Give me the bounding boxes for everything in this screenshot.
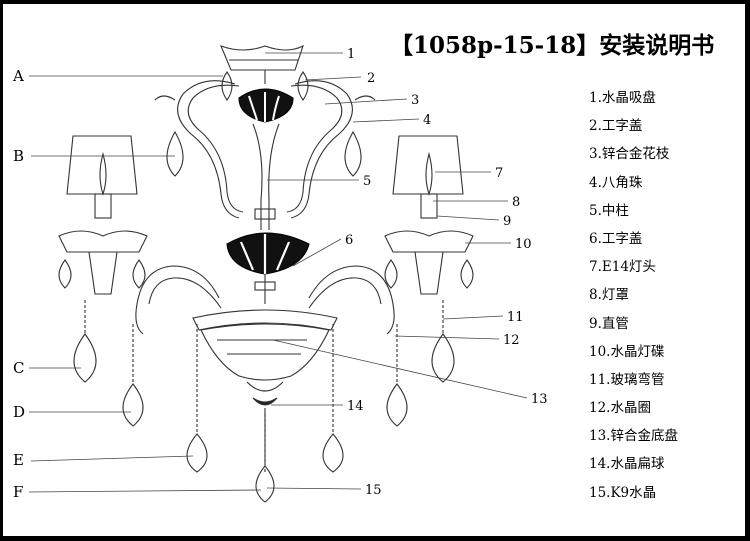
- callout-6: 6: [345, 233, 353, 248]
- legend-item: 2.工字盖: [589, 118, 643, 135]
- crystal-chains: [84, 300, 444, 474]
- parts-legend: 1.水晶吸盘 2.工字盖 3.锌合金花枝 4.八角珠 5.中柱 6.工字盖 7.…: [589, 84, 678, 507]
- callout-numbers: 1 2 3 4 5 6 7 8 9 10 11 12 13 14 15: [345, 47, 548, 498]
- center-column: [252, 123, 280, 230]
- letter-labels: A B C D E F: [12, 67, 25, 501]
- legend-item: 10.水晶灯碟: [589, 343, 665, 360]
- callout-2: 2: [367, 71, 375, 86]
- callout-7: 7: [495, 166, 503, 181]
- letter-c: C: [13, 359, 24, 377]
- callout-14: 14: [347, 399, 364, 414]
- left-lampshade: [58, 135, 148, 295]
- right-lampshade: [384, 135, 474, 295]
- zinc-alloy-branches: [154, 80, 376, 219]
- letter-b: B: [13, 147, 24, 165]
- lower-cap: [226, 232, 310, 304]
- zinc-alloy-base-plate: [192, 309, 338, 464]
- callout-13: 13: [531, 392, 548, 407]
- legend-item: 12.水晶圈: [589, 400, 651, 417]
- callout-4: 4: [423, 113, 431, 128]
- legend-item: 7.E14灯头: [589, 259, 656, 276]
- crystal-pendants: [58, 71, 474, 503]
- legend-item: 11.玻璃弯管: [589, 371, 665, 388]
- upper-cap: [238, 88, 294, 123]
- letter-e: E: [13, 451, 24, 469]
- legend-item: 4.八角珠: [589, 174, 643, 191]
- legend-item: 15.K9水晶: [589, 484, 657, 501]
- callout-1: 1: [347, 47, 355, 62]
- letter-d: D: [13, 403, 25, 421]
- legend-item: 3.锌合金花枝: [589, 146, 670, 163]
- letter-f: F: [13, 483, 23, 501]
- legend-item: 1.水晶吸盘: [589, 90, 656, 106]
- legend-item: 5.中柱: [589, 202, 629, 219]
- callout-15: 15: [365, 483, 382, 498]
- callout-11: 11: [507, 310, 524, 325]
- glass-arms: [135, 265, 395, 335]
- legend-item: 6.工字盖: [589, 230, 643, 247]
- instruction-sheet: 1 2 3 4 5 6 7 8 9 10 11 12 13 14 15 A B …: [3, 4, 745, 536]
- page-title: 【1058p-15-18】安装说明书: [390, 32, 715, 59]
- chandelier-canopy: [220, 44, 304, 84]
- callout-9: 9: [503, 214, 511, 229]
- leader-lines: [28, 52, 528, 493]
- callout-10: 10: [515, 237, 532, 252]
- callout-8: 8: [512, 195, 520, 210]
- callout-3: 3: [411, 93, 419, 108]
- legend-item: 13.锌合金底盘: [589, 428, 678, 445]
- callout-12: 12: [503, 333, 520, 348]
- legend-item: 8.灯罩: [589, 287, 629, 304]
- chandelier-drawing: 1 2 3 4 5 6 7 8 9 10 11 12 13 14 15 A B …: [12, 44, 548, 503]
- callout-5: 5: [363, 174, 371, 189]
- legend-item: 14.水晶扁球: [589, 456, 665, 473]
- legend-item: 9.直管: [589, 315, 629, 332]
- letter-a: A: [12, 67, 24, 85]
